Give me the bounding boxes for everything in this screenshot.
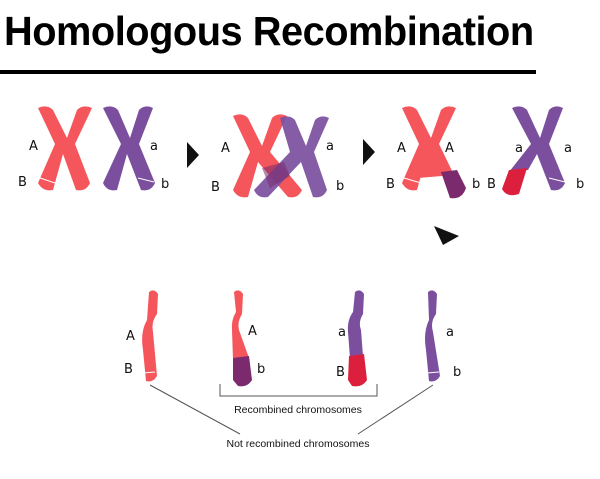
allele-label: b	[472, 177, 480, 192]
exchanged-segment	[502, 168, 527, 196]
chromatid-purple	[347, 290, 364, 358]
allele-label: B	[487, 177, 496, 192]
chromatid-red	[142, 290, 158, 382]
stage-pair: A B a b	[18, 106, 169, 192]
page-title: Homologous Recombination	[4, 8, 534, 54]
allele-label: B	[124, 362, 133, 377]
arrow-down-left-icon	[434, 226, 459, 245]
title-underline	[0, 70, 536, 74]
recombined-caption: Recombined chromosomes	[234, 404, 362, 416]
allele-label: b	[576, 177, 584, 192]
allele-label: a	[564, 141, 572, 156]
chromosome-purple	[103, 106, 155, 191]
overlap-region	[262, 162, 290, 188]
allele-label: b	[161, 177, 169, 192]
exchanged-segment	[441, 170, 466, 199]
allele-label: B	[336, 365, 345, 380]
recombined-bracket	[219, 384, 378, 397]
allele-label: b	[453, 365, 461, 380]
allele-label: A	[445, 141, 454, 156]
allele-label: a	[515, 141, 523, 156]
allele-label: a	[338, 325, 346, 340]
allele-label: B	[211, 180, 220, 195]
allele-label: a	[446, 325, 454, 340]
allele-label: B	[18, 175, 27, 190]
connector-line	[149, 384, 241, 435]
arrow-right-icon	[363, 139, 375, 165]
allele-label: A	[221, 141, 230, 156]
allele-label: b	[336, 179, 344, 194]
arrow-right-icon	[187, 142, 199, 168]
allele-label: A	[126, 329, 135, 344]
allele-label: A	[29, 139, 38, 154]
chromosome-red	[38, 106, 92, 191]
stage-exchanged: A A B b a a B b	[386, 106, 584, 199]
result-chromatids: A B A b a B a b	[124, 290, 461, 387]
allele-label: a	[150, 139, 158, 154]
allele-label: A	[248, 324, 257, 339]
stage-crossover: A B a b	[211, 114, 344, 198]
chromosome-red	[402, 106, 456, 191]
chromatid-red	[231, 290, 249, 360]
exchanged-segment	[233, 356, 252, 387]
chromatid-purple	[425, 290, 440, 382]
allele-label: b	[257, 362, 265, 377]
not-recombined-caption: Not recombined chromosomes	[227, 438, 370, 450]
exchanged-segment	[348, 354, 367, 387]
allele-label: A	[397, 141, 406, 156]
connector-line	[357, 384, 434, 435]
allele-label: B	[386, 177, 395, 192]
allele-label: a	[326, 139, 334, 154]
